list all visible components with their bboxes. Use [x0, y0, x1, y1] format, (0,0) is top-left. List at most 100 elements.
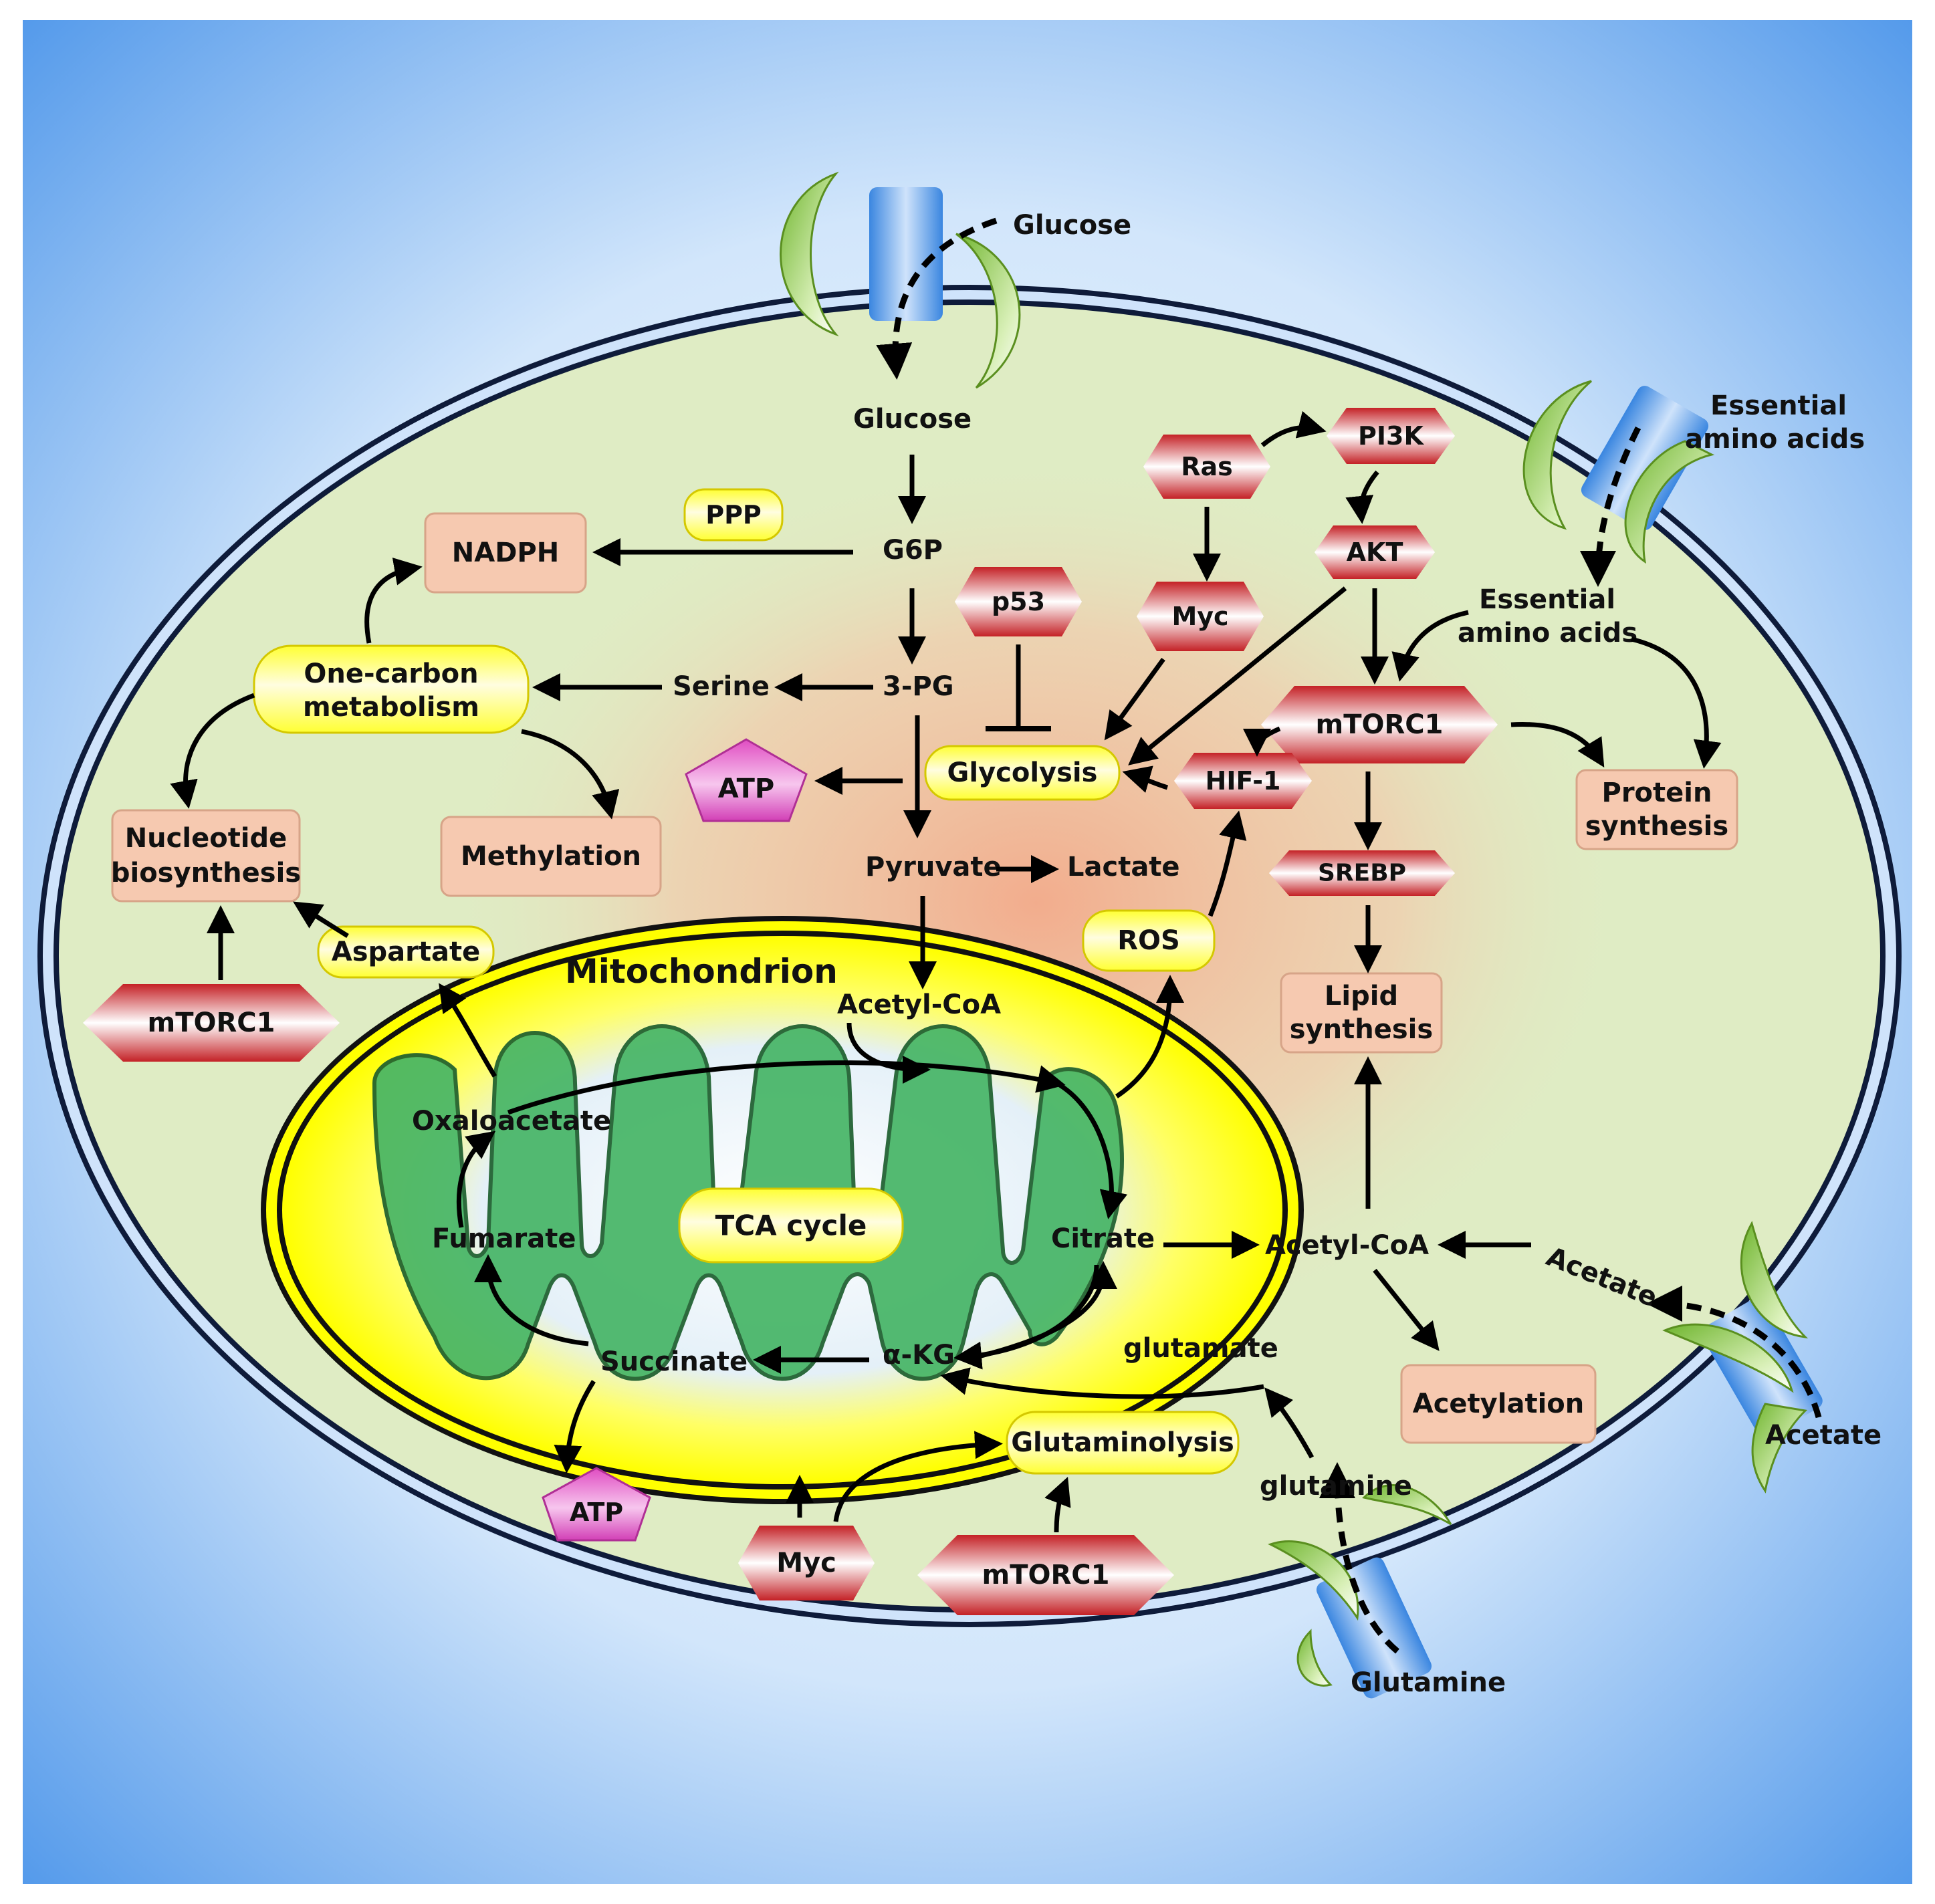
ras-node: Ras	[1143, 435, 1270, 499]
atp-top-label: ATP	[718, 774, 774, 804]
one-carbon-label-2: metabolism	[303, 692, 479, 723]
pyruvate-label: Pyruvate	[865, 852, 1002, 882]
glutamine-uptake-arrow	[1319, 1462, 1399, 1654]
arrow-onecarbon-methylation	[521, 729, 620, 820]
glycolysis-pill: Glycolysis	[924, 745, 1121, 801]
arrow-akg-citrate	[976, 1261, 1117, 1360]
amino-acids-label-1: Essential	[1479, 584, 1615, 615]
amino-acids-label-2: amino acids	[1458, 618, 1637, 648]
protein-synthesis-box: Protein synthesis	[1575, 769, 1738, 850]
arrow-aspartate-nucleotide	[293, 901, 349, 938]
arrow-tca-top	[507, 1060, 1066, 1115]
g6p-label: G6P	[883, 535, 943, 566]
srebp-node: SREBP	[1269, 850, 1455, 896]
arrow-glutamate-akg	[940, 1367, 1264, 1399]
myc-bottom-label: Myc	[776, 1548, 836, 1578]
p53-label: p53	[992, 587, 1045, 616]
atp-bottom-pentagon: ATP	[542, 1467, 651, 1542]
arrow-acetylcoa-acetylation	[1373, 1268, 1440, 1351]
extracellular-amino-acids-label-1: Essential	[1710, 390, 1847, 421]
arrow-tca-citrate	[1055, 1080, 1128, 1219]
lipid-label-2: synthesis	[1290, 1014, 1433, 1045]
lipid-synthesis-box: Lipid synthesis	[1280, 972, 1443, 1054]
citrate-label: Citrate	[1051, 1223, 1155, 1254]
akt-node: AKT	[1315, 525, 1435, 579]
nucleotide-biosynthesis-box: Nucleotide biosynthesis	[111, 809, 301, 903]
arrow-pi3k-akt	[1345, 470, 1379, 524]
myc-bottom-node: Myc	[738, 1526, 875, 1600]
hif1-label: HIF-1	[1206, 766, 1281, 796]
extracellular-glucose-label: Glucose	[1013, 210, 1131, 241]
ras-label: Ras	[1181, 452, 1233, 481]
succinate-label: Succinate	[600, 1346, 748, 1377]
arrow-fumarate-oxaloacetate	[456, 1130, 496, 1228]
arrow-oxaloacetate-aspartate	[439, 983, 497, 1078]
ppp-label: PPP	[705, 500, 762, 529]
glycolysis-label: Glycolysis	[947, 757, 1098, 788]
acetyl-coa-cyto-label: Acetyl-CoA	[1265, 1230, 1429, 1261]
3pg-label: 3-PG	[883, 671, 954, 702]
glutamine-label: glutamine	[1260, 1471, 1412, 1502]
extracellular-acetate-label: Acetate	[1765, 1420, 1882, 1451]
arrow-succinate-fumarate	[474, 1254, 589, 1346]
arrow-mtorc1bottom-glutaminolysis	[1044, 1476, 1071, 1533]
akt-label: AKT	[1347, 538, 1403, 567]
extracellular-amino-acids-label-2: amino acids	[1685, 424, 1865, 455]
mtorc1-left-node: mTORC1	[83, 984, 340, 1062]
methylation-label: Methylation	[461, 841, 641, 872]
arrow-akt-glycolysis	[1128, 586, 1347, 765]
serine-label: Serine	[673, 671, 770, 702]
myc-top-node: Myc	[1137, 582, 1264, 651]
ppp-pill: PPP	[683, 488, 784, 542]
tca-cycle-label: TCA cycle	[715, 1209, 867, 1242]
atp-top-pentagon: ATP	[685, 738, 808, 822]
nucleotide-label-2: biosynthesis	[111, 858, 301, 888]
lipid-label-1: Lipid	[1325, 981, 1398, 1012]
arrow-onecarbon-nadph	[364, 558, 423, 644]
acetyl-coa-mito-label: Acetyl-CoA	[837, 989, 1001, 1020]
glucose-uptake-arrow	[876, 217, 998, 380]
one-carbon-metabolism-pill: One-carbon metabolism	[253, 644, 530, 734]
acetylation-label: Acetylation	[1413, 1389, 1584, 1419]
ros-pill: ROS	[1082, 909, 1216, 972]
arrow-acetylcoa-citrate	[846, 1022, 931, 1084]
myc-top-label: Myc	[1171, 602, 1228, 631]
arrow-succinate-atp	[554, 1380, 596, 1473]
aspartate-pill: Aspartate	[317, 925, 495, 979]
arrow-mtorc1-protein	[1510, 722, 1605, 767]
fumarate-label: Fumarate	[432, 1223, 576, 1254]
arrow-mtorc1-hif1	[1243, 726, 1281, 757]
arrow-glutamine-glutamate	[1264, 1387, 1315, 1459]
hif1-node: HIF-1	[1174, 753, 1312, 809]
extracellular-glutamine-label: Glutamine	[1351, 1667, 1506, 1698]
arrow-hif1-glycolysis	[1122, 765, 1169, 793]
mtorc1-left-label: mTORC1	[148, 1007, 275, 1038]
mtorc1-main-label: mTORC1	[1316, 709, 1444, 740]
arrow-ros-hif1	[1208, 810, 1247, 917]
amino-acid-uptake-arrow	[1580, 426, 1641, 587]
acetylation-box: Acetylation	[1400, 1364, 1597, 1444]
lactate-label: Lactate	[1067, 852, 1180, 882]
nucleotide-label-1: Nucleotide	[125, 823, 288, 854]
nadph-label: NADPH	[452, 538, 559, 568]
tca-cycle-pill: TCA cycle	[678, 1187, 904, 1264]
arrow-aminoacids-protein	[1631, 636, 1722, 769]
arrow-ras-pi3k	[1260, 410, 1327, 447]
mtorc1-bottom-node: mTORC1	[917, 1535, 1174, 1615]
mtorc1-bottom-label: mTORC1	[982, 1560, 1110, 1590]
arrow-myc-glycolysis	[1104, 657, 1165, 741]
nadph-box: NADPH	[424, 512, 587, 594]
arrow-myc-glutaminolysis	[833, 1431, 1003, 1522]
p53-node: p53	[955, 567, 1082, 636]
glucose-transporter-icon	[780, 171, 1021, 389]
acetate-uptake-arrow	[1646, 1286, 1822, 1419]
arrow-aminoacids-mtorc1	[1391, 610, 1469, 682]
methylation-box: Methylation	[440, 816, 662, 897]
arrow-citrate-ros	[1115, 975, 1184, 1098]
mtorc1-main-node: mTORC1	[1261, 686, 1498, 763]
glutaminolysis-label: Glutaminolysis	[1011, 1427, 1234, 1458]
amino-acid-transporter-icon	[1522, 380, 1715, 564]
glutamate-label: glutamate	[1123, 1333, 1278, 1364]
ros-label: ROS	[1117, 925, 1180, 956]
